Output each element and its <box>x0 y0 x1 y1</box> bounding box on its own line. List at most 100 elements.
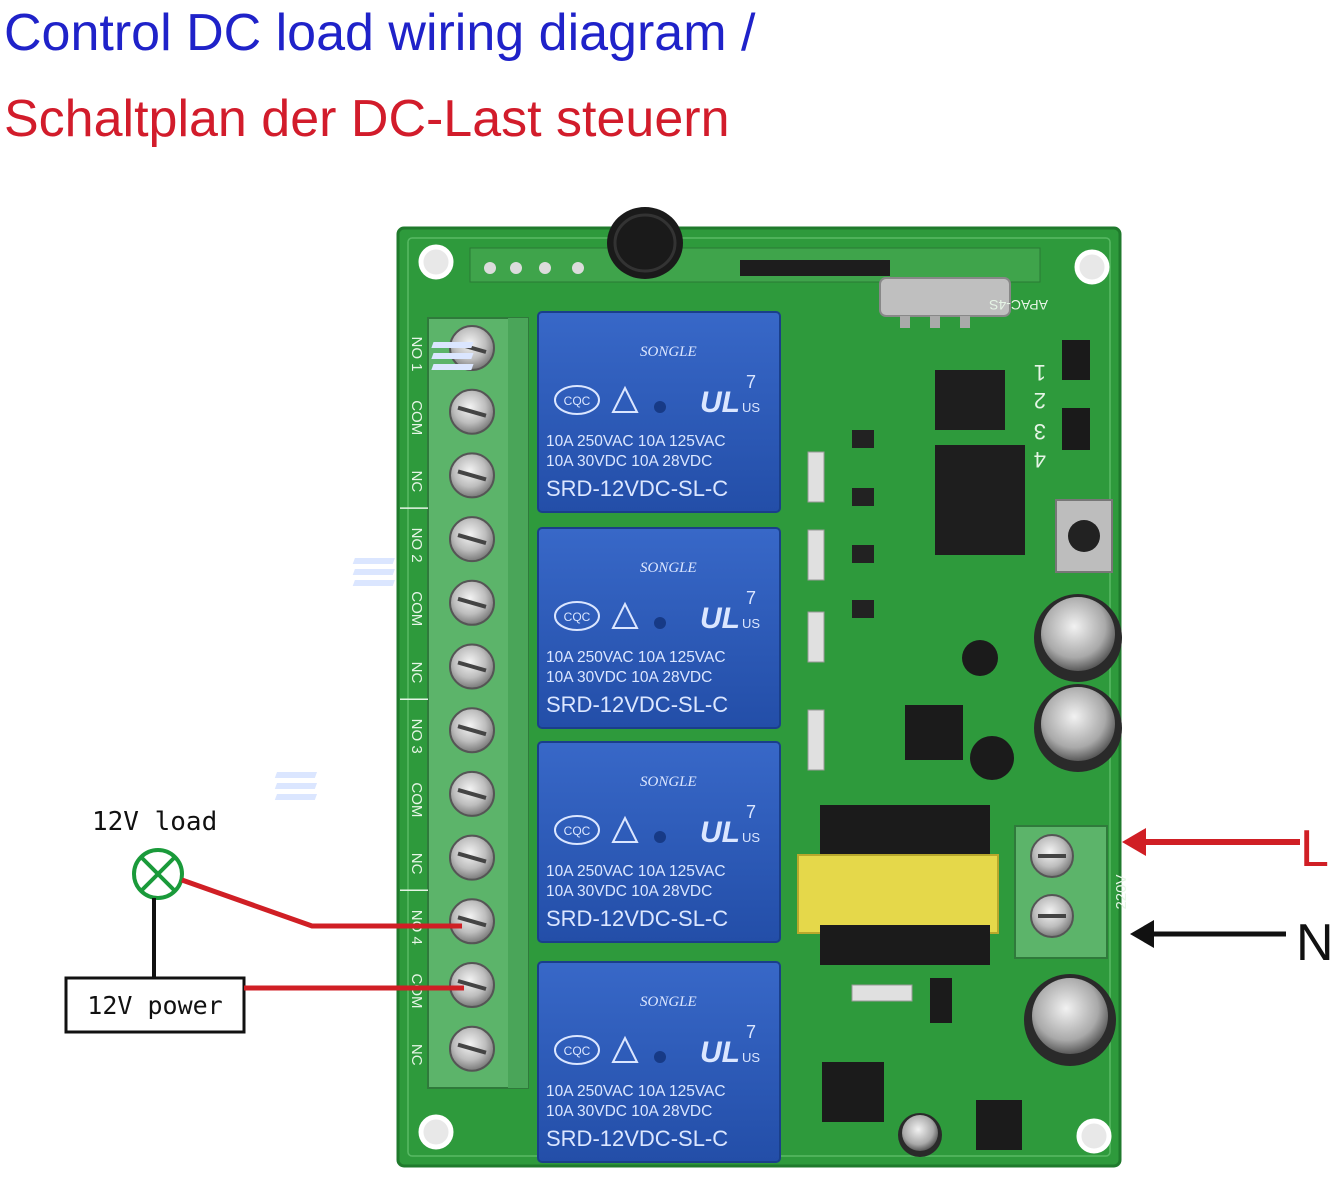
songle-logo-icon <box>352 580 395 586</box>
channel-com-label: COM <box>408 400 425 435</box>
channel-no-label: NO 3 <box>408 719 425 754</box>
relay-rating-1: 10A 250VAC 10A 125VAC <box>546 863 726 880</box>
songle-logo-icon <box>274 783 318 789</box>
terminal-screw[interactable] <box>449 388 495 435</box>
relay-rating-1: 10A 250VAC 10A 125VAC <box>546 1083 726 1100</box>
power-label: 12V power <box>87 991 222 1020</box>
relay-brand: SONGLE <box>640 774 697 790</box>
ul-mark: 7 <box>746 372 756 392</box>
rf-module: APAC-4S <box>469 207 1048 328</box>
terminal-screw[interactable] <box>449 1025 495 1072</box>
songle-logo-icon <box>431 364 474 370</box>
ul-us-mark: US <box>742 400 760 415</box>
cqc-icon <box>554 815 600 845</box>
load-label: 12V load <box>92 807 217 837</box>
ul-icon: UL <box>700 1036 740 1069</box>
terminal-screw[interactable] <box>449 707 495 754</box>
mount-hole-icon <box>418 244 454 280</box>
control-circuit: 1 2 3 4 <box>797 340 1122 1157</box>
cqc-mark: CQC <box>564 1044 591 1058</box>
mount-hole-icon <box>418 1114 454 1150</box>
jumper-number: 2 <box>1034 388 1046 413</box>
jumper-number: 4 <box>1034 447 1046 472</box>
relay-model: SRD-12VDC-SL-C <box>546 1126 728 1151</box>
channel-nc-label: NC <box>408 662 425 684</box>
ac-input-terminal: 220V <box>1014 825 1130 959</box>
voltage-mark: 220V <box>1113 874 1130 909</box>
relay: SONGLE CQC UL 7US 10A 250VAC 10A 125VAC 10A 3… <box>431 311 781 513</box>
board-model-label: APAC-4S <box>989 297 1048 313</box>
terminal-screw[interactable] <box>449 834 495 881</box>
title-english: Control DC load wiring diagram / <box>4 4 756 62</box>
ce-triangle-icon <box>611 815 639 843</box>
lamp-icon <box>132 848 184 900</box>
channel-com-label: COM <box>408 782 425 817</box>
ce-triangle-icon <box>611 601 639 629</box>
terminal-screw[interactable] <box>449 516 495 563</box>
relay-brand: SONGLE <box>640 994 697 1010</box>
songle-logo-icon <box>274 772 318 778</box>
ce-triangle-icon <box>611 385 639 413</box>
relay-brand: SONGLE <box>640 344 697 360</box>
jumper-1[interactable] <box>1062 340 1090 380</box>
jumper-number: 1 <box>1034 360 1046 385</box>
songle-logo-icon <box>274 794 318 800</box>
ul-icon: UL <box>700 816 740 849</box>
songle-logo-icon <box>431 342 474 348</box>
ic-chip <box>935 445 1025 555</box>
ul-us-mark: US <box>742 616 760 631</box>
ul-us-mark: US <box>742 830 760 845</box>
songle-logo-icon <box>352 569 395 575</box>
relay: SONGLE CQC UL 7US 10A 250VAC 10A 125VAC 10A 3… <box>194 961 781 1163</box>
ul-icon: UL <box>700 386 740 419</box>
ce-triangle-icon <box>611 1035 639 1063</box>
ic-chip <box>935 370 1005 430</box>
relay-rating-2: 10A 30VDC 10A 28VDC <box>546 453 712 470</box>
ul-mark: 7 <box>746 1022 756 1042</box>
channel-no-label: NO 1 <box>408 336 425 371</box>
cqc-icon <box>554 1035 600 1065</box>
wire-lamp-to-no4 <box>181 877 462 929</box>
cqc-mark: CQC <box>564 824 591 838</box>
channel-nc-label: NC <box>408 853 425 875</box>
terminal-screw[interactable] <box>449 770 495 817</box>
cqc-mark: CQC <box>564 610 591 624</box>
relay-rating-1: 10A 250VAC 10A 125VAC <box>546 433 726 450</box>
songle-logo-icon <box>352 558 395 564</box>
power-box <box>64 976 246 1034</box>
terminal-screw[interactable] <box>449 579 495 626</box>
mount-hole-icon <box>1076 1118 1112 1154</box>
antenna-coil-icon <box>607 207 683 279</box>
live-arrow <box>1122 828 1300 856</box>
jumper-2[interactable] <box>1062 408 1090 450</box>
crystal-oscillator <box>879 277 1011 317</box>
relay-model: SRD-12VDC-SL-C <box>546 692 728 717</box>
channel-nc-label: NC <box>408 1044 425 1066</box>
ul-mark: 7 <box>746 588 756 608</box>
neutral-arrow <box>1130 920 1286 948</box>
channel-nc-label: NC <box>408 471 425 493</box>
jumper-number: 3 <box>1034 419 1046 444</box>
terminal-screw[interactable] <box>449 898 495 945</box>
transformer-icon <box>797 854 999 934</box>
terminal-screw[interactable] <box>449 643 495 690</box>
cqc-mark: CQC <box>564 394 591 408</box>
terminal-screw[interactable] <box>449 452 495 499</box>
relay-rating-2: 10A 30VDC 10A 28VDC <box>546 669 712 686</box>
ul-us-mark: US <box>742 1050 760 1065</box>
terminal-screw[interactable] <box>449 962 495 1008</box>
neutral-label: N <box>1296 914 1334 972</box>
live-label: L <box>1300 820 1329 878</box>
ul-icon: UL <box>700 602 740 635</box>
mount-hole-icon <box>1074 249 1110 285</box>
relay-model: SRD-12VDC-SL-C <box>546 476 728 501</box>
cqc-icon <box>554 601 600 631</box>
relay-rating-2: 10A 30VDC 10A 28VDC <box>546 1103 712 1120</box>
channel-com-label: COM <box>408 974 425 1009</box>
relay-rating-1: 10A 250VAC 10A 125VAC <box>546 649 726 666</box>
relay-brand: SONGLE <box>640 560 697 576</box>
